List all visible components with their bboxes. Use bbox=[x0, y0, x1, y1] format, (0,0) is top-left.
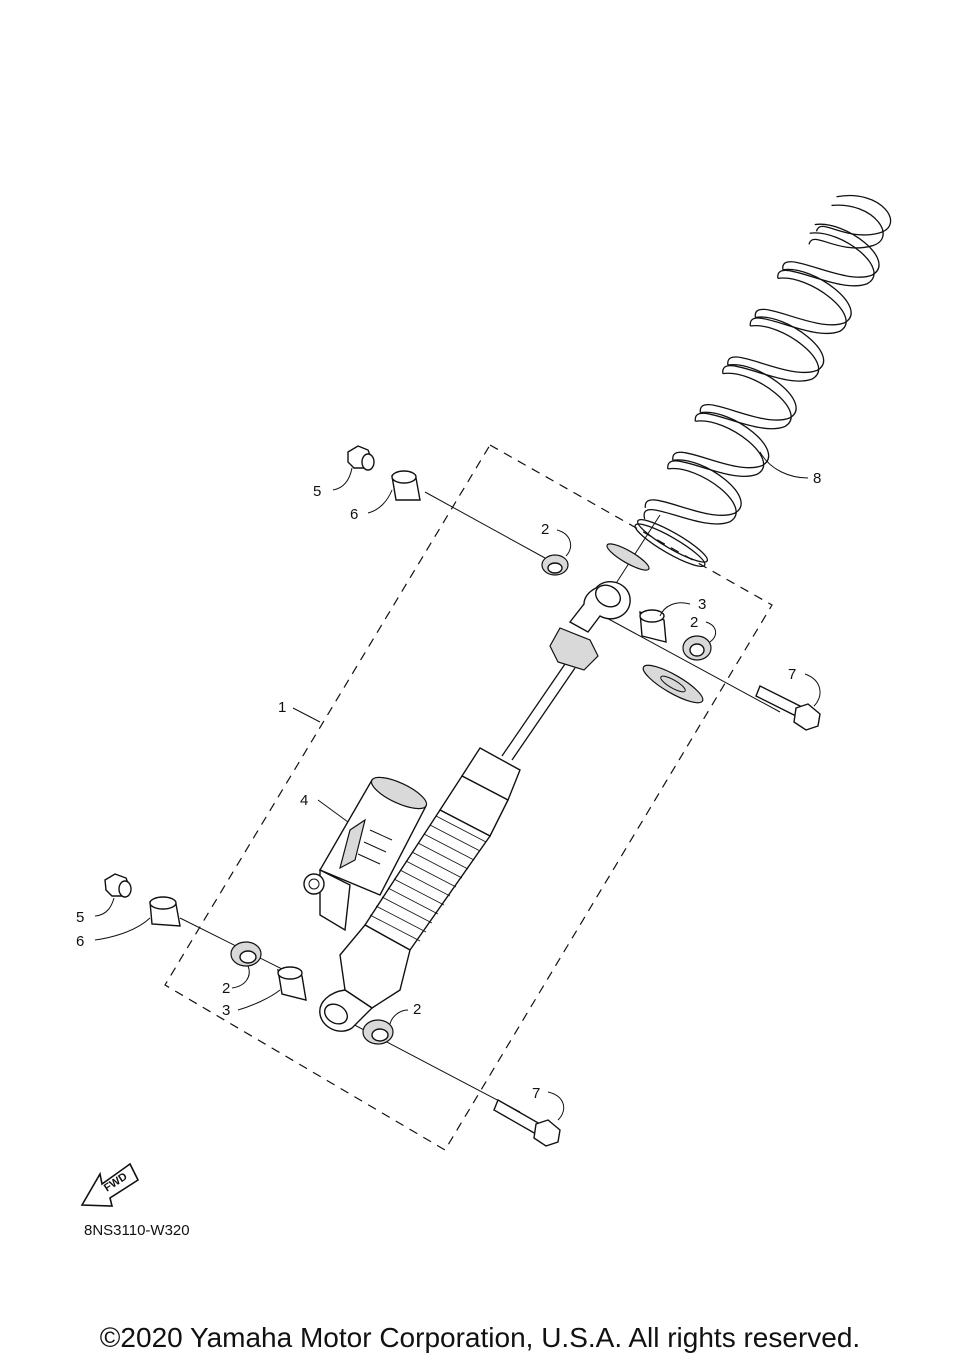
callout-6-lower: 6 bbox=[76, 933, 84, 950]
bolt-upper bbox=[755, 685, 821, 731]
callout-7-lower: 7 bbox=[532, 1085, 540, 1102]
shock-absorber bbox=[303, 580, 631, 1032]
spring-seat-upper bbox=[606, 543, 650, 571]
callout-6-upper: 6 bbox=[350, 506, 358, 523]
spacer-lower bbox=[277, 966, 307, 1001]
collar-lower bbox=[149, 896, 181, 927]
callout-1: 1 bbox=[278, 699, 286, 716]
callout-7-upper: 7 bbox=[788, 666, 796, 683]
bolt-lower bbox=[493, 1098, 561, 1147]
callout-4: 4 bbox=[300, 792, 308, 809]
callout-8: 8 bbox=[813, 470, 821, 487]
copyright-notice: ©2020 Yamaha Motor Corporation, U.S.A. A… bbox=[99, 1322, 861, 1353]
callout-2-lower-left: 2 bbox=[222, 980, 230, 997]
leader-lines bbox=[94, 451, 821, 1121]
spacer-upper bbox=[639, 609, 667, 643]
collar-upper bbox=[391, 470, 421, 501]
callout-3-upper: 3 bbox=[698, 596, 706, 613]
callout-5-lower: 5 bbox=[76, 909, 84, 926]
nut-upper bbox=[347, 445, 375, 471]
bushing-lower-left bbox=[230, 941, 262, 967]
forward-arrow-icon: FWD bbox=[80, 1162, 140, 1207]
spring-seat-lower bbox=[642, 664, 704, 704]
bushing-upper-right bbox=[682, 635, 712, 661]
diagram-code: 8NS3110-W320 bbox=[84, 1222, 190, 1239]
bushing-lower-right bbox=[362, 1019, 394, 1045]
callout-2-upper-right: 2 bbox=[690, 614, 698, 631]
callout-2-upper-left: 2 bbox=[541, 521, 549, 538]
callout-3-lower: 3 bbox=[222, 1002, 230, 1019]
coil-spring bbox=[634, 194, 892, 568]
nut-lower bbox=[104, 873, 132, 898]
bushing-upper-left bbox=[541, 554, 569, 576]
assembly-boundary bbox=[164, 444, 773, 1151]
callout-2-lower-right: 2 bbox=[413, 1001, 421, 1018]
callout-5-upper: 5 bbox=[313, 483, 321, 500]
